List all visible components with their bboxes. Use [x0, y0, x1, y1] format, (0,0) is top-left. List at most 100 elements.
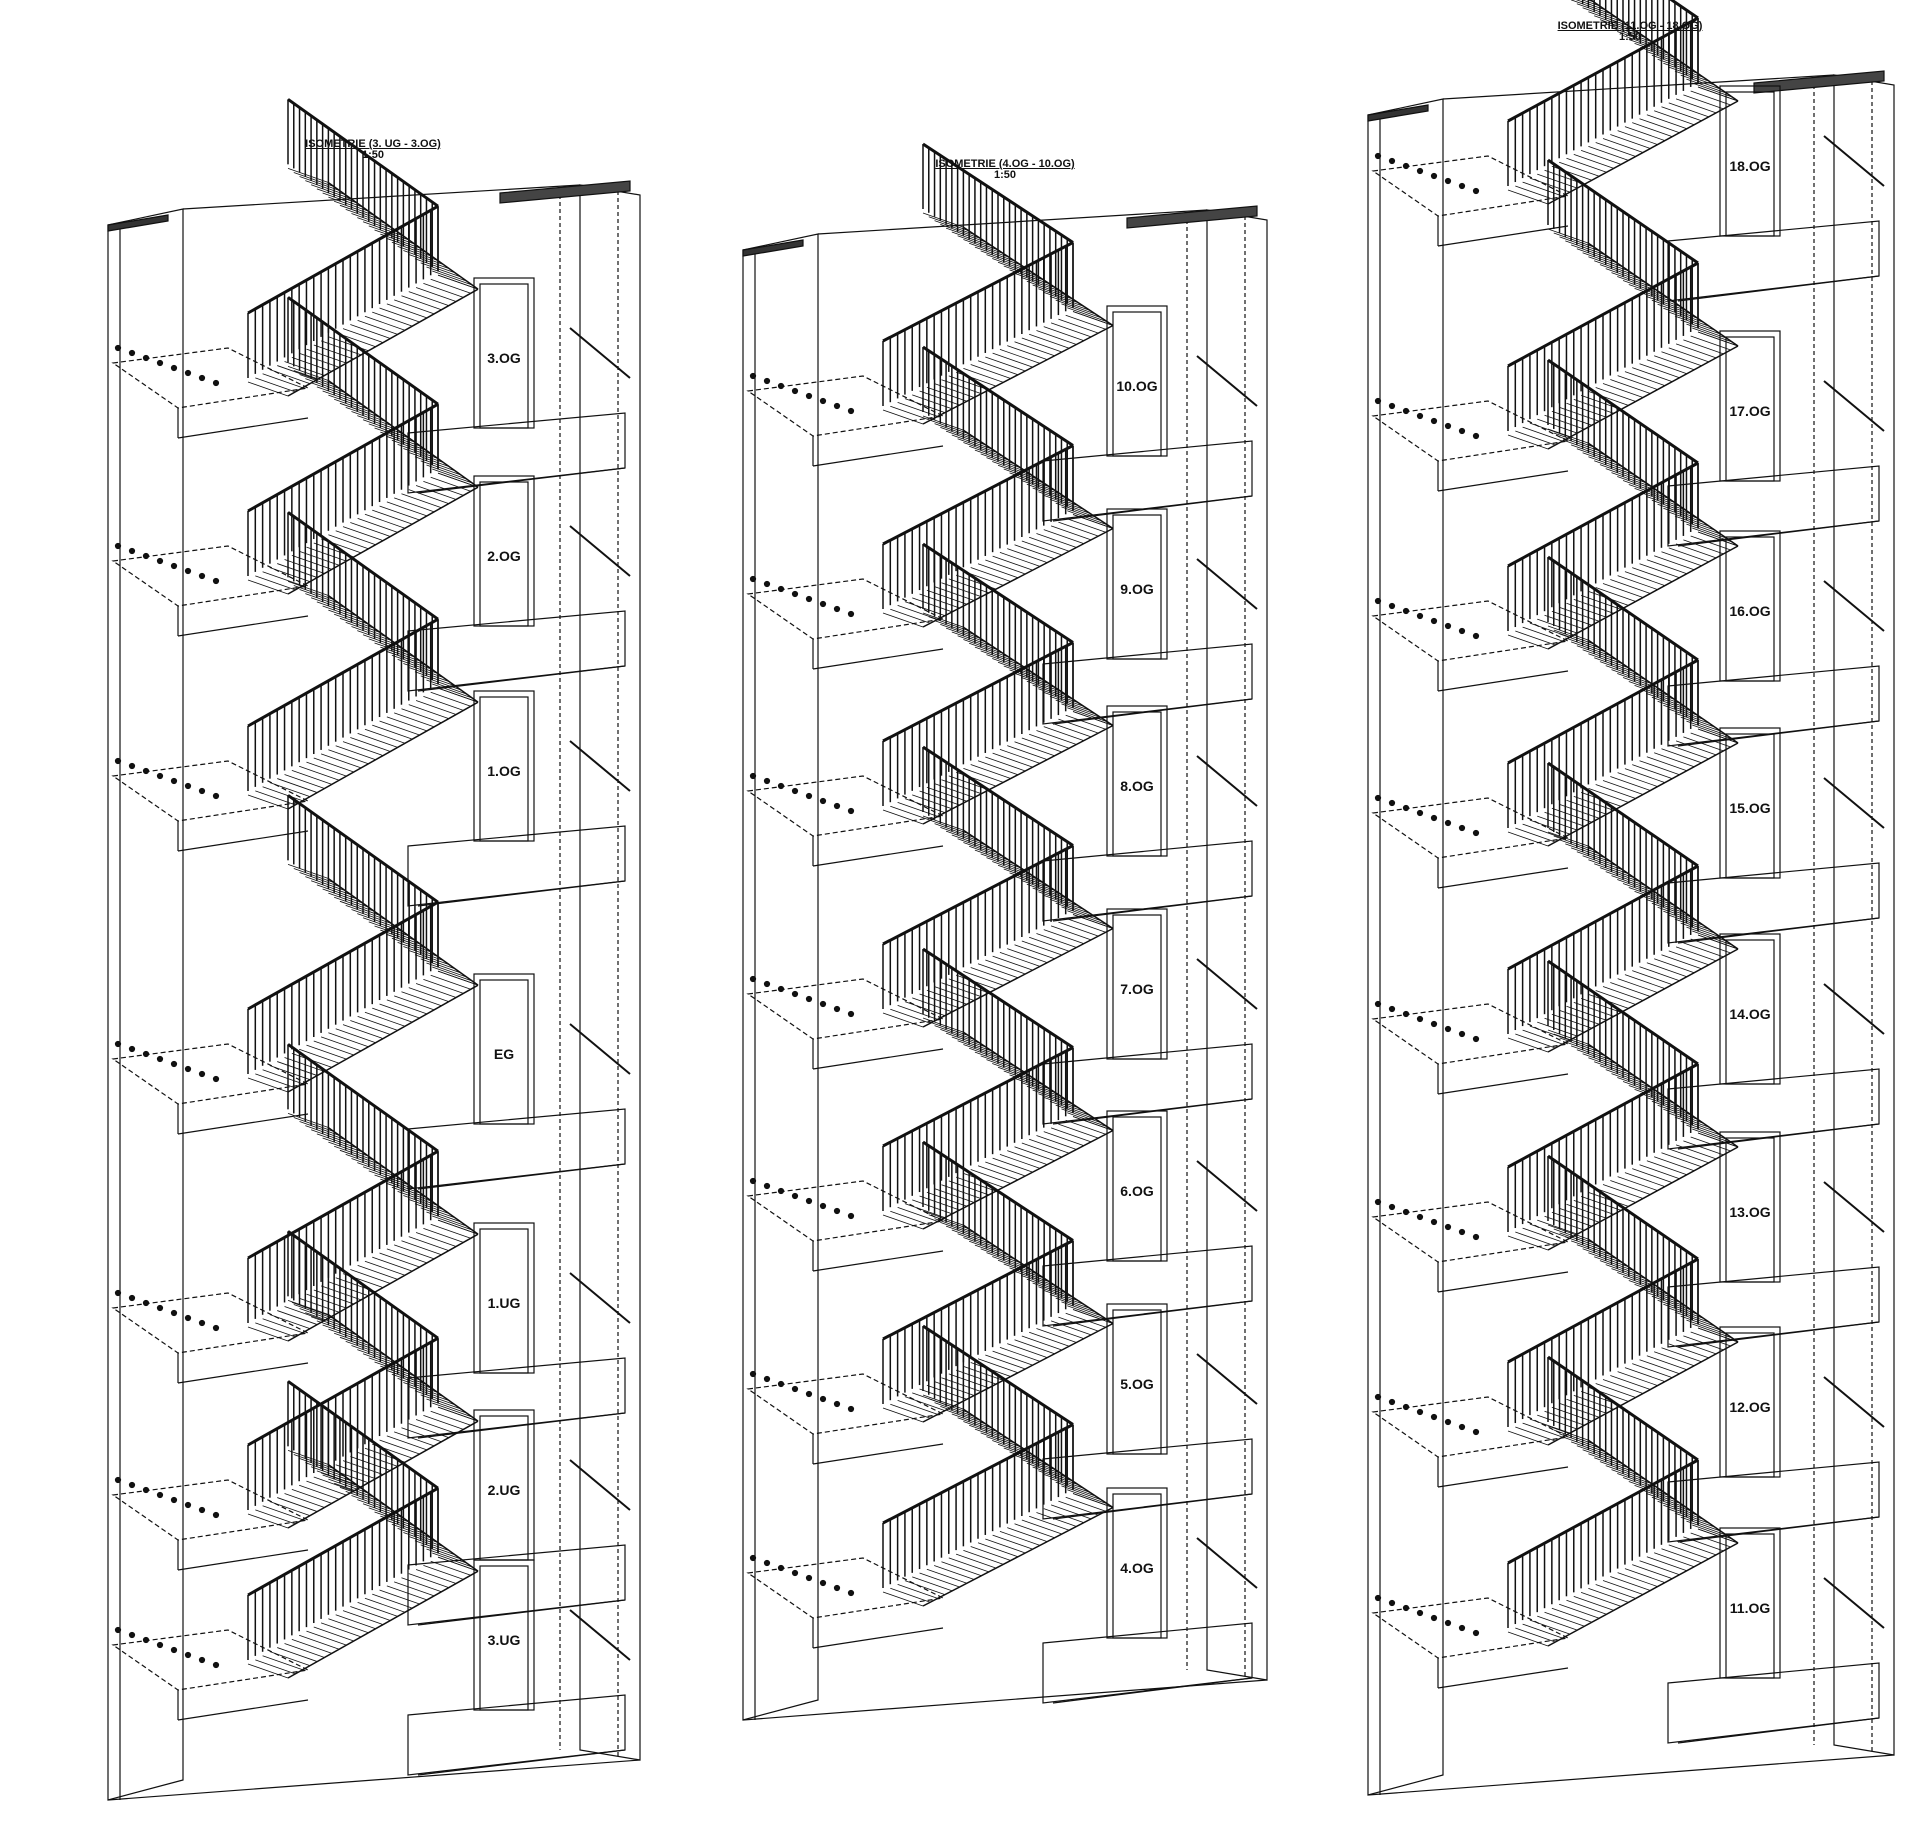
stair-tread [1021, 1335, 1062, 1351]
rail-post [114, 542, 122, 550]
rail-post [170, 1646, 178, 1654]
rail-post [1472, 1233, 1480, 1241]
stair-tread [397, 1191, 438, 1206]
stair-tread [1654, 110, 1695, 126]
stair-tread [963, 1549, 1004, 1565]
stair-tread [928, 1214, 969, 1230]
slab-edge [417, 1163, 626, 1190]
handrail [1507, 461, 1699, 568]
rail-post [198, 572, 206, 580]
rail-post [1472, 1035, 1480, 1043]
stringer [1547, 345, 1739, 450]
slab-edge [417, 665, 626, 692]
stair-tread [1588, 146, 1629, 161]
rail-post [1444, 422, 1452, 430]
stair-tread [1697, 86, 1739, 102]
stair-flight [247, 617, 479, 810]
stair-tread [963, 1237, 1004, 1252]
stair-tread [1611, 1469, 1652, 1484]
stair-tread [1605, 665, 1646, 680]
stair-tread [322, 605, 363, 621]
stair-tread [374, 427, 415, 443]
stair-tread [1061, 703, 1102, 719]
stair-tread [1663, 307, 1704, 323]
stair-tread [1640, 492, 1681, 507]
slab-edge [1437, 470, 1569, 492]
stair-tread [1634, 1485, 1675, 1500]
stair-tread [1657, 700, 1698, 716]
stair-tread [420, 262, 461, 278]
stair-tread [305, 180, 346, 196]
handrail [882, 844, 1074, 946]
stair-tread [1050, 925, 1092, 941]
stair-tread [423, 696, 464, 711]
stair-tread [345, 1341, 386, 1356]
stair-tread [957, 838, 998, 854]
stair-tread [934, 1402, 975, 1417]
door-frame-inner [479, 696, 529, 842]
stair-tread [977, 1542, 1019, 1558]
stringer [1547, 948, 1739, 1053]
stair-tread [1547, 1425, 1589, 1441]
stair-tread [385, 650, 427, 666]
rail-post [1402, 607, 1410, 615]
stair-tread [1640, 895, 1681, 910]
stair-tread [1624, 1367, 1666, 1382]
stair-tread [1594, 1457, 1635, 1473]
stair-tread [1661, 1548, 1702, 1564]
rail-post [1416, 612, 1424, 620]
slab-edge [177, 615, 309, 637]
rail-post [184, 1651, 192, 1659]
stair-tread [339, 1336, 381, 1352]
stair-tread [897, 1207, 938, 1222]
stair-tread [1507, 434, 1549, 450]
stair-tread [1674, 712, 1716, 728]
stair-tread [1067, 1489, 1108, 1505]
stair-tread [974, 1051, 1016, 1067]
floor-label: 17.OG [1729, 403, 1770, 419]
wall-mark [569, 740, 631, 792]
stair-tread [1654, 555, 1695, 571]
stringer [922, 1129, 1114, 1230]
stair-tread [313, 1626, 354, 1642]
rail-post [763, 1559, 771, 1567]
stair-tread [432, 468, 473, 484]
stair-tread [1602, 383, 1644, 398]
stair-tread [1628, 1085, 1669, 1100]
handrail [1507, 261, 1699, 368]
stair-tread [351, 213, 392, 228]
stair-tread [1043, 529, 1084, 545]
stair-tread [1639, 363, 1680, 379]
stair-tread [1067, 707, 1108, 723]
stair-tread [1565, 843, 1606, 859]
stair-tread [1551, 807, 1592, 823]
stair-tread [357, 415, 398, 431]
stair-tread [1628, 1481, 1669, 1496]
stair-tread [1599, 1260, 1641, 1276]
stair-tread [992, 461, 1033, 476]
stair-tread [986, 1059, 1027, 1075]
stair-tread [1668, 1544, 1709, 1560]
landing-left [111, 347, 310, 409]
handrail [1507, 16, 1699, 123]
stair-tread [934, 423, 975, 438]
stair-tread [951, 1413, 992, 1429]
stair-tread [1566, 1599, 1607, 1615]
stair-tread [284, 559, 325, 574]
stair-tread [1575, 0, 1606, 11]
stair-tread [415, 983, 457, 998]
rail-post [142, 552, 150, 560]
stair-tread [1559, 1433, 1600, 1449]
handrail [1547, 158, 1699, 265]
stair-tread [374, 1174, 415, 1190]
stair-tread [1611, 27, 1652, 42]
stair-tread [997, 1066, 1039, 1082]
stair-tread [287, 1449, 329, 1465]
rail-post [170, 364, 178, 372]
stair-tread [351, 909, 392, 924]
rail-post [1388, 157, 1396, 165]
stair-tread [919, 1572, 960, 1588]
stair-tread [1565, 1437, 1606, 1453]
scale-text: 1:50 [1618, 31, 1642, 43]
stair-tread [957, 1233, 998, 1249]
